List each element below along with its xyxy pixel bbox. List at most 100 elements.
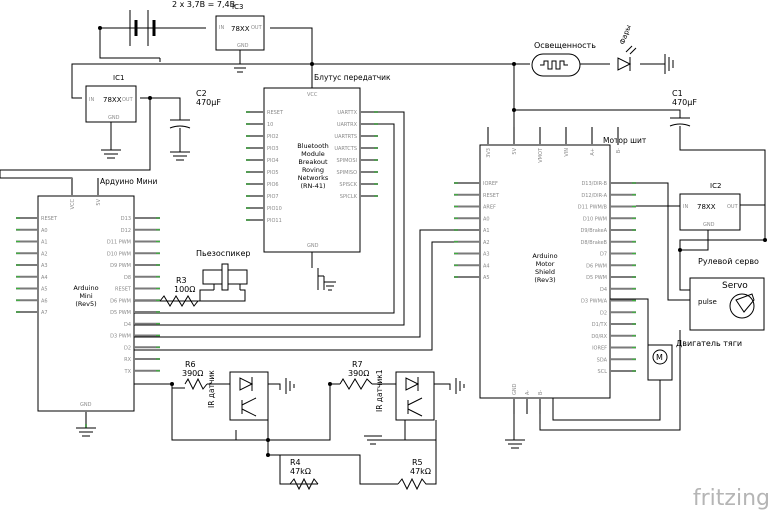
arduino-mini-title-line: Mini [79,292,93,300]
bluetooth-right-pins: UARTTXUARTRXUARTRTSUARTCTSSPIMOSISPIMISO… [334,110,378,200]
motor-shield-right-pin: IOREF [592,346,607,352]
arduino-mini-title-line: Arduino [73,284,98,292]
fritzing-wordmark: fritzing [692,486,770,511]
ic1-pin-in: IN [89,97,94,103]
r4-value: 47kΩ [290,467,311,476]
r5-name: R5 [412,458,423,467]
motor-letter: M [656,353,663,362]
bluetooth-title-line: Networks [298,174,329,182]
motor-shield-right-pin: D0/RX [591,334,607,340]
bluetooth-left-pin: 10 [267,122,273,128]
arduino-mini-right-pin: D2 [124,345,131,351]
r5-value: 47kΩ [410,467,431,476]
bluetooth-right-pin: SPIMISO [336,170,357,176]
arduino-mini-right-pin: TX [124,369,132,375]
motor-shield-right-pin: D11 PWM/B [578,205,608,211]
bluetooth-right-pin: SPIMOSI [336,158,357,164]
r3-value: 100Ω [174,285,195,294]
arduino-mini-left-pin: A5 [41,287,48,293]
bluetooth-left-pin: PIO11 [267,218,282,224]
arduino-mini-right-pin: D12 [121,228,131,234]
arduino-mini-left-pin: A4 [41,275,48,281]
motor-shield-left-pin: A1 [483,228,490,234]
bluetooth-right-pin: UARTRTS [334,134,357,140]
ic1-pin-out: OUT [122,97,134,103]
ic2-pin-out: OUT [727,204,739,210]
bluetooth-right-pin: UARTRX [337,122,358,128]
motor-shield-bottom-pin: A- [525,390,531,395]
ic2-regulator: IC2 78XX IN OUT GND [679,182,741,231]
arduino-mini-right-pin: D3 PWM [110,334,131,340]
ir-sensor-2-label: IR датчик1 [375,369,384,412]
motor-shield-title-line: (Rev3) [534,276,555,284]
r4-name: R4 [290,458,301,467]
motor-shield-right-pin: D7 [600,252,607,258]
bluetooth-left-pin: PIO3 [267,146,279,152]
ground-symbol [230,63,250,73]
resistor-r6: R6 390Ω [182,360,208,391]
motor-shield-top-pin: B- [616,148,622,153]
junction-dots [98,26,767,457]
fritzing-logo: fritzing [693,486,770,511]
bluetooth-left-pin: PIO10 [267,206,282,212]
motor-shield-title-line: Arduino [532,252,557,260]
motor-shield-right-pin: D2 [600,310,607,316]
ic3-pin-gnd: GND [237,43,249,49]
motor-shield-right-pin: SCL [598,369,608,375]
steering-servo: Рулевой серво Servo pulse [689,257,765,331]
ic3-regulator: IC3 78XX IN OUT GND [215,3,265,64]
ground-symbol [364,435,382,445]
ic1-name: IC1 [113,74,124,82]
motor-shield-right-pin: D3 PWM/A [581,299,608,305]
battery-caption: 2 x 3,7В = 7,4В [172,0,235,9]
motor-shield-left-pin: A5 [483,275,490,281]
motor-shield-right-pin: D6 PWM [586,263,607,269]
arduino-mini-top-pin: VCC [70,198,76,209]
arduino-mini-gnd-pin: GND [80,402,92,408]
bluetooth-right-pin: SPICLK [340,194,358,200]
arduino-mini-left-pin: RESET [41,216,58,222]
motor-shield-left-pin: A0 [483,216,490,222]
piezo-label: Пьезоспикер [196,249,250,258]
motor-shield-top-pin: 3V3 [486,148,492,158]
motor-shield-left-pin: IOREF [483,181,498,187]
c1-value: 470µF [672,98,697,107]
servo-caption: Рулевой серво [698,257,759,266]
motor-shield-right-pin: D8/BrakeB [581,240,608,246]
arduino-mini-left-pin: A1 [41,240,48,246]
motor-shield-top-pin: A+ [590,148,596,156]
ic3-type: 78XX [231,25,250,33]
motor-shield-right-pin: D4 [600,287,607,293]
arduino-mini-right-pin: D8 [124,275,131,281]
c2-name: C2 [196,89,207,98]
motor-shield-top-pin: 5V [512,147,518,154]
capacitor-c2: C2 470µF [169,89,221,161]
ic1-regulator: IC1 78XX IN OUT GND [85,74,137,159]
arduino-mini-top-pin: 5V [96,198,102,205]
piezo-speaker: Пьезоспикер [196,249,250,291]
bluetooth-left-pin: RESET [267,110,284,116]
ic2-pin-gnd: GND [703,222,715,228]
resistor-r5: R5 47kΩ [397,458,431,491]
servo-pulse-pin: pulse [698,298,717,306]
r6-name: R6 [185,360,196,369]
motor-shield-top-pin: VMOT [538,147,544,163]
motor-shield-bottom-pin: GND [512,383,518,395]
motor-shield-caption: Мотор шит [603,136,647,145]
arduino-mini-left-pin: A0 [41,228,48,234]
ic2-name: IC2 [710,182,721,190]
bluetooth-right-pin: SPISCK [339,182,357,188]
arduino-mini-top-pins: VCC 5V [70,178,102,209]
bluetooth-gnd-pin: GND [307,243,319,249]
bluetooth-left-pin: PIO4 [267,158,279,164]
motor-shield-right-pin: D9/BrakeA [581,228,608,234]
servo-name: Servo [722,281,748,291]
arduino-mini-right-pin: D13 [121,216,131,222]
led-headlight: Фары [617,24,674,74]
